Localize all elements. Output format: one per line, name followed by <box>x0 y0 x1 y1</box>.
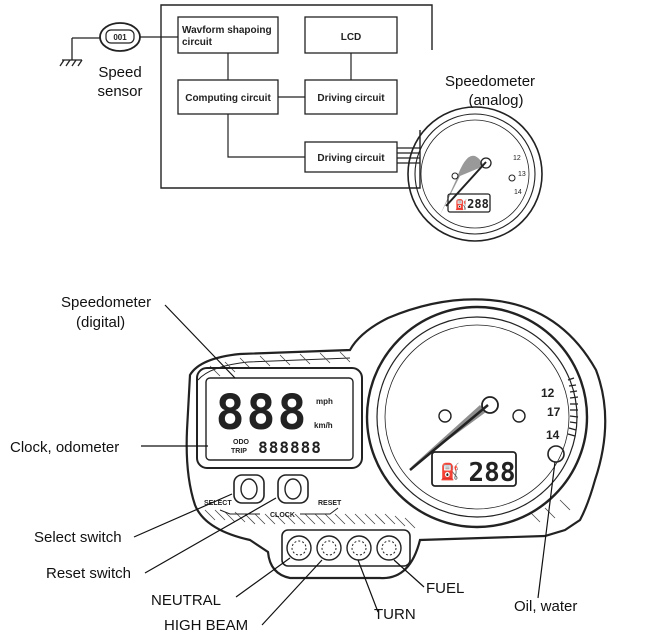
reset-bracket <box>300 507 339 515</box>
select-bracket <box>219 509 260 515</box>
gauge-lcd-readout: 288 <box>469 458 516 488</box>
odometer-readout: 888888 <box>258 438 322 457</box>
fuel-label: FUEL <box>426 580 464 597</box>
gauge-needle-line <box>409 404 489 471</box>
reset-tag: RESET <box>318 500 342 507</box>
odo-label: ODO <box>233 439 250 446</box>
oil-water-label: Oil, water <box>514 598 577 615</box>
indicator-lamp-strip <box>281 529 411 567</box>
digital-speed-readout: 888 <box>216 385 309 441</box>
speed-sensor-label-1: Speed <box>98 64 141 81</box>
unit-kmh: km/h <box>314 421 333 430</box>
dial-number-14: 14 <box>514 189 522 196</box>
analog-speedometer-gauge: 12 13 14 288 ⛽ <box>407 106 543 242</box>
control-unit-frame <box>160 4 433 189</box>
high-beam-label: HIGH BEAM <box>164 617 248 634</box>
computing-box-label: Computing circuit <box>185 93 271 104</box>
driving-box-2-label: Driving circuit <box>317 153 385 164</box>
speedometer-digital-label-2: (digital) <box>76 314 125 331</box>
gauge-lcd-icon: ⛽ <box>440 462 460 481</box>
cluster-housing <box>185 298 607 580</box>
speedometer-analog-label-2: (analog) <box>468 92 523 109</box>
driving-box-1-label: Driving circuit <box>317 93 385 104</box>
ground-symbol <box>59 37 100 67</box>
gauge-hub <box>480 157 492 169</box>
select-switch[interactable] <box>233 474 265 504</box>
circuit-connections <box>227 53 420 164</box>
gauge-left-marker <box>438 409 452 423</box>
waveform-box-label-2: circuit <box>182 37 213 48</box>
small-lcd-readout: 288 <box>467 197 489 211</box>
sensor-code: 001 <box>113 33 127 42</box>
high-beam-lamp <box>316 535 342 561</box>
analog-gauge: 12 17 14 ⛽ 288 <box>365 305 589 529</box>
speedometer-digital-label-1: Speedometer <box>61 294 151 311</box>
small-lcd-icon: ⛽ <box>455 198 467 211</box>
gauge-needle-line <box>445 161 487 207</box>
gauge-right-marker <box>512 409 526 423</box>
fuel-lamp <box>376 535 402 561</box>
reset-switch[interactable] <box>277 474 309 504</box>
gauge-lcd-frame <box>431 451 517 487</box>
waveform-box-label-1: Wavform shapoing <box>182 25 272 36</box>
gauge-hub <box>481 396 499 414</box>
dial-number-12-b: 12 <box>541 386 555 400</box>
gauge-needle <box>410 405 486 468</box>
leader-lines <box>133 304 556 626</box>
oil-water-lamp <box>547 445 565 463</box>
small-lcd-frame <box>447 193 491 213</box>
lcd-box-label: LCD <box>341 32 362 43</box>
neutral-label: NEUTRAL <box>151 592 221 609</box>
dial-number-12: 12 <box>513 155 521 162</box>
dial-number-14-b: 14 <box>546 428 560 442</box>
unit-mph: mph <box>316 397 333 406</box>
gauge-needle <box>440 155 484 215</box>
speed-sensor-label-2: sensor <box>97 83 142 100</box>
gauge-dot-right <box>508 174 516 182</box>
gauge-dot-left <box>451 172 459 180</box>
instrument-cluster: 888 mph km/h ODO TRIP 888888 SELECT RESE… <box>10 294 607 634</box>
digital-lcd-module <box>196 367 363 469</box>
dial-number-13: 13 <box>518 171 526 178</box>
neutral-lamp <box>286 535 312 561</box>
clock-odometer-label: Clock, odometer <box>10 439 119 456</box>
select-tag: SELECT <box>204 500 232 507</box>
digital-lcd-screen <box>205 377 354 461</box>
housing-hatching <box>204 351 571 529</box>
gauge-tick-marks <box>567 377 579 437</box>
turn-label: TURN <box>374 606 416 623</box>
trip-label: TRIP <box>231 448 247 455</box>
reset-switch-label: Reset switch <box>46 565 131 582</box>
dial-number-17-b: 17 <box>547 405 561 419</box>
block-diagram: 001 Speed sensor Wavform shapoing circui… <box>59 4 543 242</box>
select-switch-label: Select switch <box>34 529 122 546</box>
clock-tag: CLOCK <box>270 512 295 519</box>
speed-sensor: 001 <box>99 22 141 52</box>
turn-lamp <box>346 535 372 561</box>
speedometer-analog-label-1: Speedometer <box>445 73 535 90</box>
